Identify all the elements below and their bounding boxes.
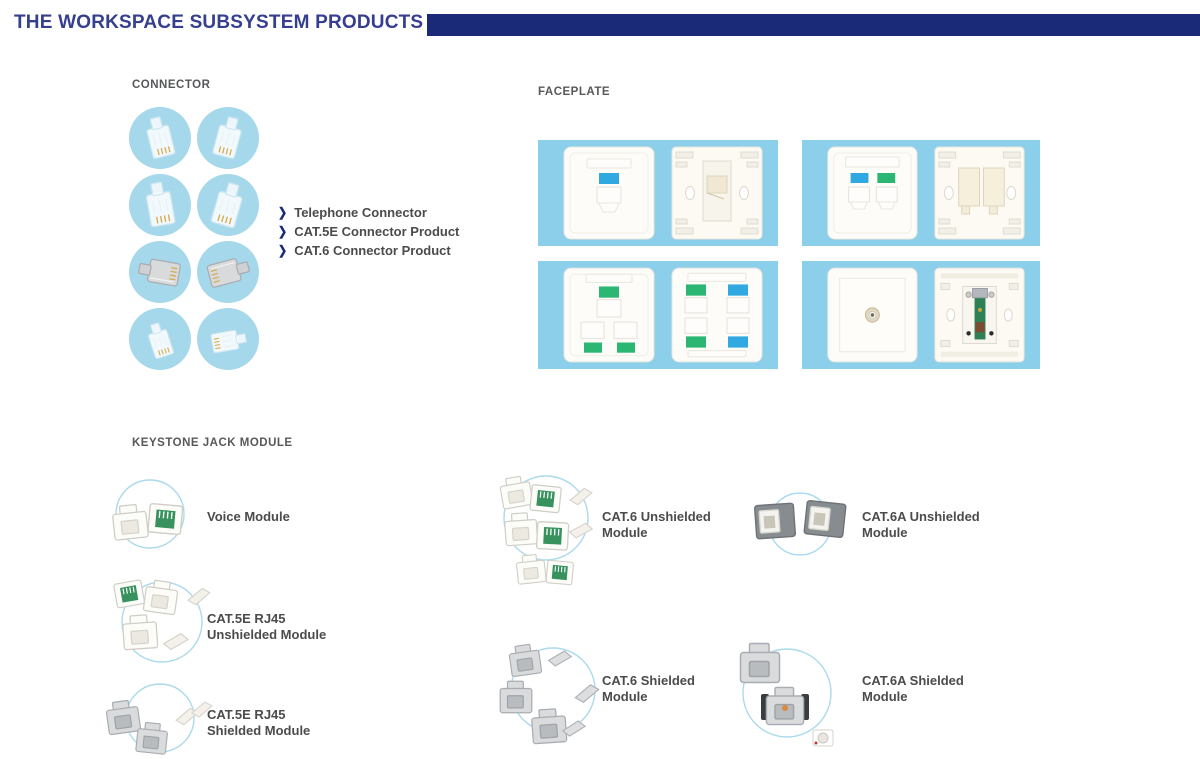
cat6a-unshielded-module-photo [742, 488, 862, 568]
faceplate-heading: FACEPLATE [538, 86, 611, 98]
chevron-right-icon: ❯ [278, 244, 288, 258]
dual-port-faceplate-front-back-photo [802, 140, 1040, 246]
tv-faceplate-front-back-photo [802, 261, 1040, 369]
cat5e-connector-angled-photo [197, 174, 259, 236]
list-item-label: Telephone Connector [294, 205, 427, 220]
faceplate-four-port [671, 267, 763, 363]
connector-heading: CONNECTOR [132, 79, 211, 91]
faceplate-three-port [563, 267, 655, 363]
single-port-faceplate-front-back-photo [538, 140, 778, 246]
cat6-connector-photo [129, 308, 191, 370]
keystone-module-label: CAT.6A Unshielded Module [862, 509, 980, 541]
faceplate-front [827, 146, 918, 240]
cat5e-unshielded-module-photo [100, 572, 220, 672]
cat5e-connector-photo [129, 174, 191, 236]
page-title: THE WORKSPACE SUBSYSTEM PRODUCTS [14, 12, 424, 33]
cat5e-shielded-module-photo [100, 680, 220, 759]
triple-and-quad-port-faceplate-photo [538, 261, 778, 369]
list-item: ❯ CAT.5E Connector Product [278, 222, 459, 241]
keystone-module-label: CAT.6 Shielded Module [602, 673, 695, 705]
keystone-module-label: CAT.6 Unshielded Module [602, 509, 711, 541]
keystone-module-label: Voice Module [207, 509, 290, 524]
faceplate-back [934, 146, 1025, 240]
header-accent-bar [427, 14, 1200, 36]
shielded-connector-photo [129, 241, 191, 303]
faceplate-tv-back [934, 267, 1025, 363]
keystone-module-label: CAT.5E RJ45 Shielded Module [207, 707, 311, 739]
chevron-right-icon: ❯ [278, 225, 288, 239]
list-item: ❯ Telephone Connector [278, 203, 459, 222]
chevron-right-icon: ❯ [278, 206, 288, 220]
connector-photo-grid [129, 107, 259, 370]
keystone-module-label: CAT.5E RJ45 Unshielded Module [207, 611, 327, 643]
list-item-label: CAT.5E Connector Product [294, 224, 460, 239]
cat6-shielded-module-photo [495, 638, 610, 753]
cat6-unshielded-module-photo [488, 470, 603, 595]
faceplate-tv-front [827, 267, 918, 363]
list-item: ❯ CAT.6 Connector Product [278, 241, 459, 260]
faceplate-back [671, 146, 763, 240]
connector-product-list: ❯ Telephone Connector ❯ CAT.5E Connector… [278, 203, 459, 260]
cat6-connector-angled-photo [197, 308, 259, 370]
list-item-label: CAT.6 Connector Product [294, 243, 451, 258]
voice-module-photo [108, 472, 208, 567]
cat6a-shielded-module-photo [725, 638, 850, 759]
shielded-connector-angled-photo [197, 241, 259, 303]
telephone-connector-angled-photo [197, 107, 259, 169]
faceplate-front [563, 146, 655, 240]
telephone-connector-photo [129, 107, 191, 169]
keystone-module-label: CAT.6A Shielded Module [862, 673, 964, 705]
keystone-heading: KEYSTONE JACK MODULE [132, 437, 293, 449]
